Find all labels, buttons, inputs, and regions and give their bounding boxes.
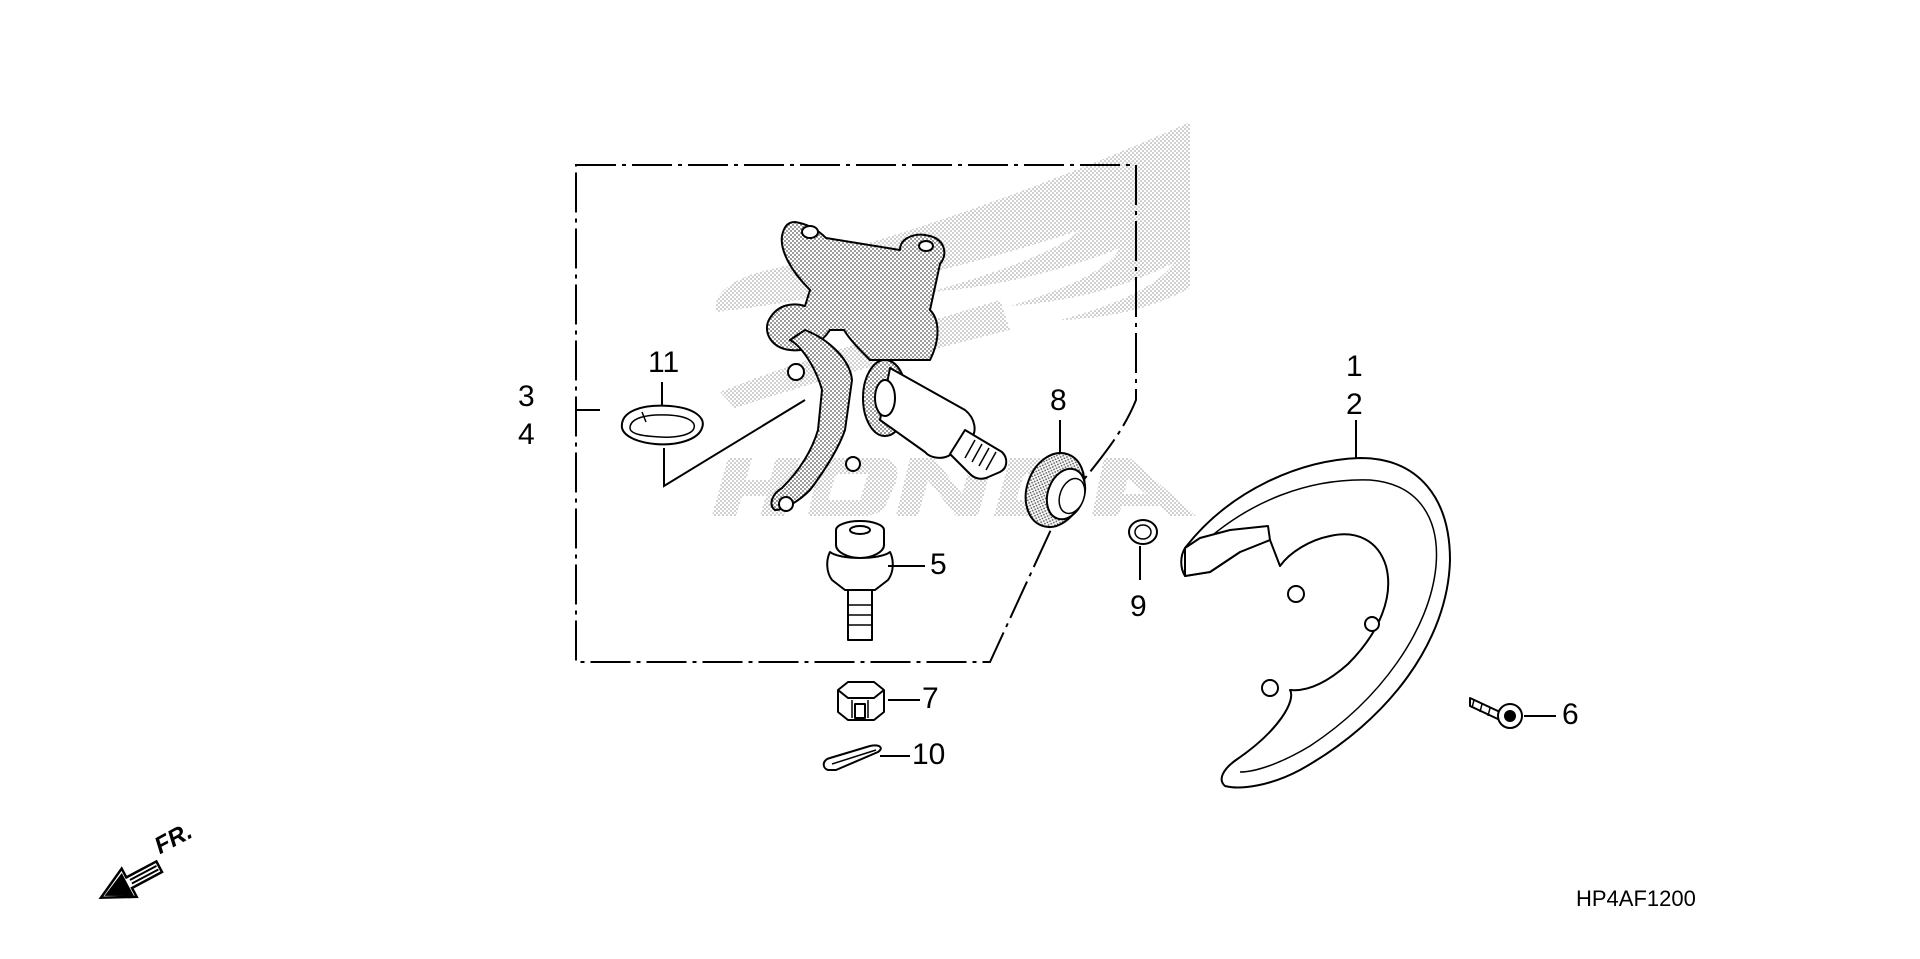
callout-3: 3 xyxy=(518,380,535,413)
front-direction-arrow-icon xyxy=(98,859,164,900)
circlip xyxy=(620,404,704,446)
castle-nut xyxy=(837,681,885,721)
cotter-pin xyxy=(822,744,882,771)
diagram-code: HP4AF1200 xyxy=(1576,886,1696,911)
leader-11-knuckle xyxy=(663,399,806,488)
steering-knuckle xyxy=(765,221,1008,512)
flange-bolt xyxy=(1469,697,1523,729)
seal-collar xyxy=(1024,452,1087,528)
callout-1: 1 xyxy=(1346,350,1363,383)
callout-9: 9 xyxy=(1130,590,1147,623)
disc-cover xyxy=(1180,457,1451,789)
callout-7: 7 xyxy=(922,682,939,715)
o-ring xyxy=(1128,519,1158,545)
callout-11: 11 xyxy=(648,346,680,379)
callout-4: 4 xyxy=(518,418,535,451)
callout-5: 5 xyxy=(930,548,947,581)
callout-10: 10 xyxy=(912,738,946,771)
ball-joint xyxy=(826,520,894,641)
callout-6: 6 xyxy=(1562,698,1579,731)
callout-8: 8 xyxy=(1050,384,1067,417)
callout-2: 2 xyxy=(1346,388,1363,421)
